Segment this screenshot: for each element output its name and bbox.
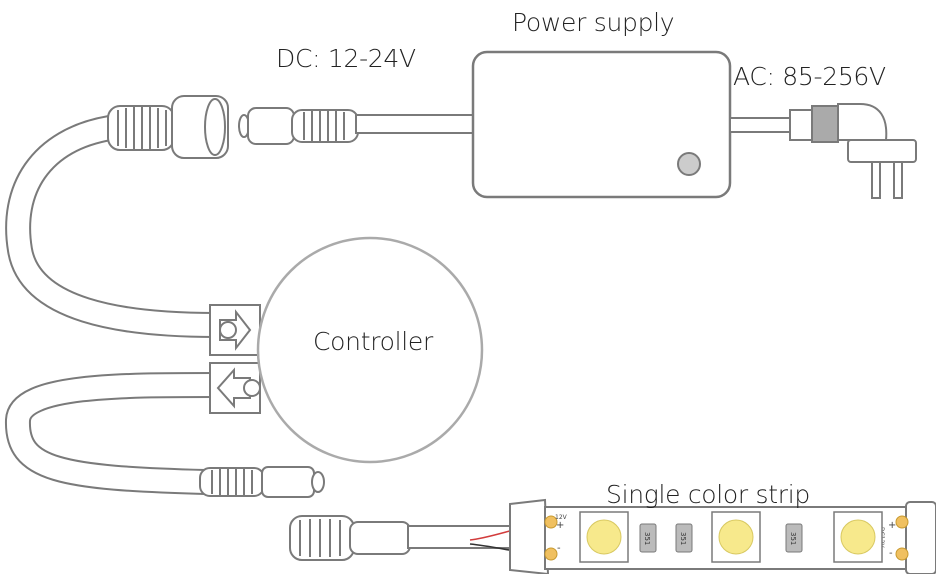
svg-text:351: 351	[789, 532, 797, 545]
resistor: 351	[639, 523, 657, 553]
strip-right-minus: -	[889, 548, 893, 559]
svg-text:351: 351	[679, 532, 687, 545]
controller-body	[256, 236, 484, 464]
resistor: 351	[675, 523, 693, 553]
dc-male-plug-output	[199, 466, 325, 498]
strip-left-minus: -	[557, 543, 561, 554]
solder-pad-left-minus	[544, 547, 558, 561]
strip-left-plus: +	[556, 520, 564, 531]
strip-left-volt: 12V	[555, 514, 568, 521]
led-chip	[833, 511, 883, 563]
dc-voltage-label: DC: 12-24V	[276, 44, 416, 73]
strip-right-cap	[905, 501, 936, 575]
solder-pad-right-minus	[895, 547, 909, 561]
resistor: 351	[785, 523, 803, 553]
controller-input-port	[209, 304, 261, 356]
dc-male-plug-power	[238, 107, 359, 145]
strip-label: Single color strip	[606, 480, 810, 509]
dc-cable	[355, 114, 477, 134]
svg-text:351: 351	[643, 532, 651, 545]
led-chip	[711, 511, 761, 563]
strip-left-cap	[509, 498, 550, 576]
controller-label: Controller	[313, 327, 433, 356]
controller-output-port	[209, 362, 261, 414]
ac-cable	[729, 117, 793, 133]
solder-pad-right-plus	[895, 515, 909, 529]
led-chip	[579, 511, 629, 563]
strip-right-plus: +	[888, 520, 896, 531]
dc-female-connector-strip	[289, 515, 513, 561]
power-supply-label: Power supply	[512, 8, 675, 37]
solder-pad-left-plus	[544, 515, 558, 529]
ac-voltage-label: AC: 85-256V	[733, 62, 886, 91]
dc-female-connector-top	[107, 95, 229, 159]
ac-plug	[789, 103, 917, 199]
power-indicator-led	[677, 152, 701, 176]
